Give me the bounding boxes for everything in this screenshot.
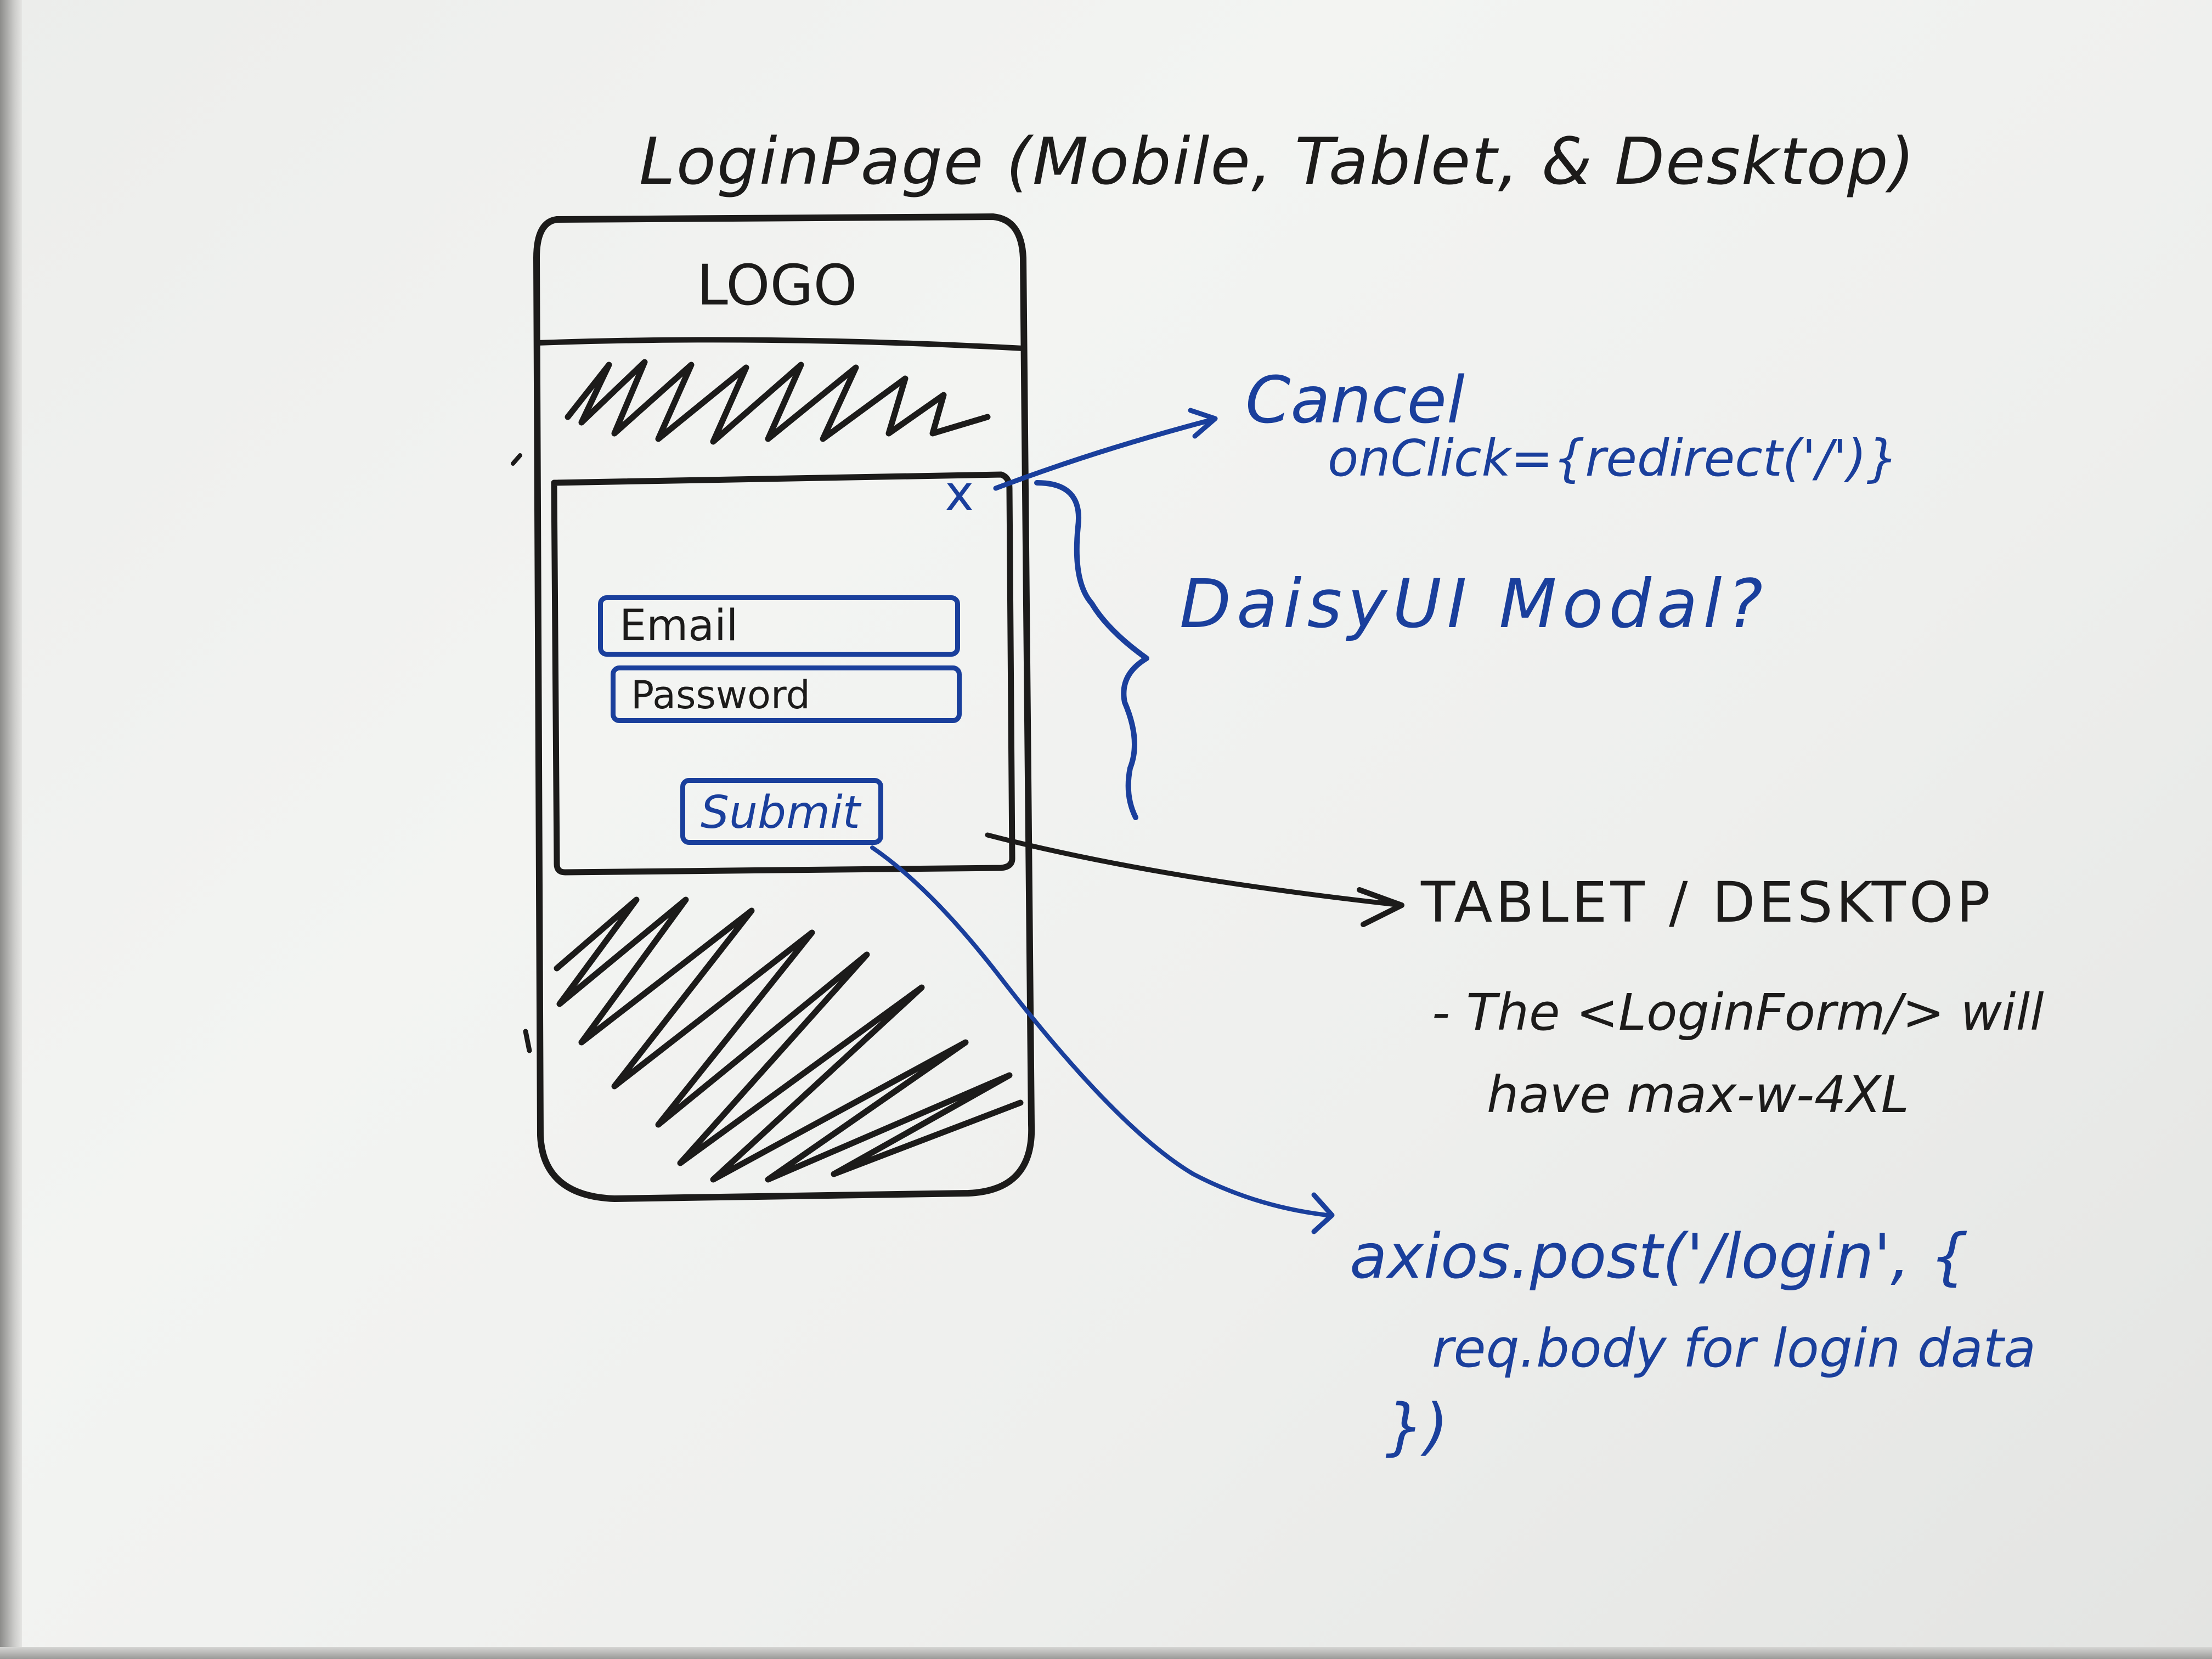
whiteboard-frame-left (0, 0, 22, 1659)
close-icon[interactable]: x (945, 465, 974, 522)
email-field[interactable]: Email (598, 595, 960, 657)
axios-line2: req.body for login data (1432, 1318, 2036, 1379)
cancel-arrow (993, 417, 1215, 491)
axios-line3: }) (1385, 1391, 1448, 1463)
submit-label: Submit (701, 787, 860, 839)
password-field[interactable]: Password (611, 665, 962, 723)
submit-button[interactable]: Submit (680, 778, 883, 845)
tablet-note-line2: have max-w-4XL (1487, 1065, 1909, 1124)
phone-header-divider (534, 337, 1026, 351)
email-placeholder: Email (619, 601, 738, 651)
modal-note: DaisyUI Modal? (1180, 565, 1769, 643)
phone-outline (533, 213, 1035, 1202)
whiteboard-frame-bottom (0, 1647, 2212, 1659)
tablet-desktop-heading: TABLET / DESKTOP (1421, 870, 1994, 935)
modal-brace (1034, 480, 1149, 820)
scribble-top (565, 359, 991, 445)
tablet-note-line1: - The <LoginForm/> will (1432, 983, 2044, 1042)
cancel-code: onClick={redirect('/')} (1328, 429, 1899, 488)
logo: LOGO (697, 253, 857, 318)
axios-line1: axios.post('/login', { (1350, 1221, 1969, 1293)
scribble-bottom (554, 896, 1024, 1183)
modal-box (551, 471, 1015, 876)
submit-arrow (870, 845, 1330, 1217)
page-title: LoginPage (Mobile, Tablet, & Desktop) (639, 123, 1916, 199)
cancel-title: Cancel (1245, 362, 1465, 438)
tablet-arrow (985, 832, 1404, 908)
password-placeholder: Password (631, 673, 810, 718)
